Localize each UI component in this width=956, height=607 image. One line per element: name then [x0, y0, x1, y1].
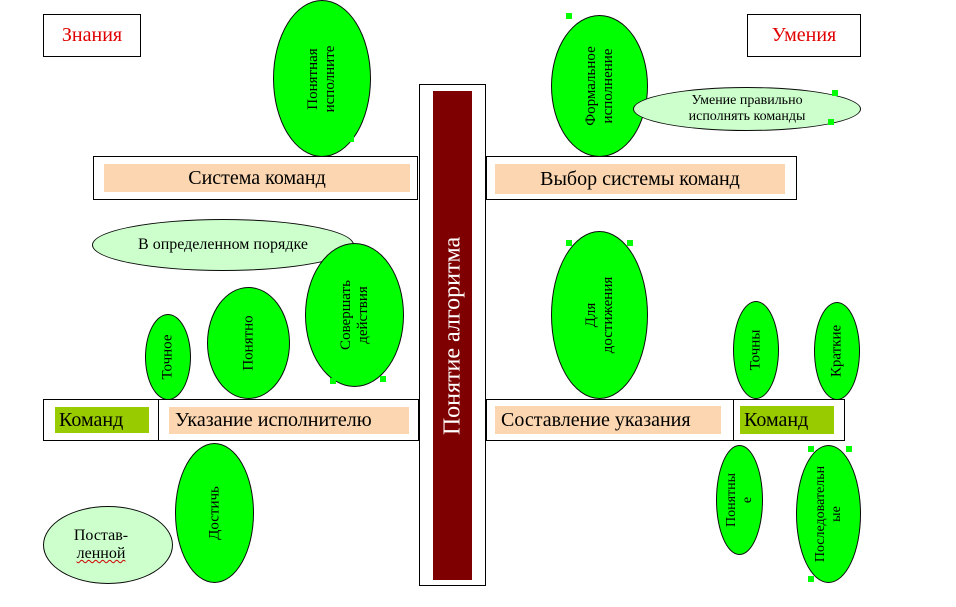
commands-tag-left: Команд: [55, 407, 149, 433]
instruction-to-performer-label: Указание исполнителю: [169, 407, 409, 434]
selection-handle: [828, 119, 834, 125]
selection-handle: [330, 378, 336, 384]
execute-commands-oval: Умение правильно исполнять команды: [633, 87, 861, 131]
formal-execution-oval: Формальное исполнение: [551, 15, 648, 157]
knowledge-label: Знания: [43, 14, 141, 57]
understandable-performer-oval: Понятная исполните: [273, 0, 371, 157]
clear-oval: Понятно: [207, 287, 290, 399]
selection-handle: [566, 13, 572, 19]
algorithm-concept-bar: Понятие алгоритма: [433, 91, 472, 580]
perform-actions-oval: Совершать действия: [305, 243, 404, 387]
selection-handle: [348, 136, 354, 142]
commands-tag-right: Команд: [740, 406, 834, 434]
selection-handle: [808, 576, 814, 582]
exact-oval: Точное: [145, 314, 191, 400]
bottom-left-divider: [158, 399, 159, 441]
selection-handle: [566, 240, 572, 246]
compose-instruction-label: Составление указания: [495, 406, 721, 434]
achieve-oval: Достичь: [175, 443, 254, 583]
set-goal-oval: Постав- ленной: [43, 506, 173, 584]
command-system-label: Система команд: [104, 164, 410, 192]
understandable-oval: Понятны е: [716, 445, 763, 555]
algorithm-concept-label: Понятие алгоритма: [439, 236, 465, 435]
brief-oval: Краткие: [814, 302, 860, 400]
sequential-oval: Последовательн ые: [796, 445, 861, 583]
selection-handle: [846, 446, 852, 452]
to-achieve-oval: Для достижения: [551, 231, 648, 399]
in-order-oval: В определенном порядке: [92, 219, 354, 271]
selection-handle: [808, 446, 814, 452]
skills-label: Умения: [747, 14, 861, 57]
selection-handle: [380, 376, 386, 382]
selection-handle: [302, 136, 308, 142]
precise-oval: Точны: [733, 301, 779, 399]
selection-handle: [627, 240, 633, 246]
bottom-right-divider: [733, 399, 734, 441]
selection-handle: [832, 90, 838, 96]
command-system-choice-label: Выбор системы команд: [495, 164, 785, 194]
